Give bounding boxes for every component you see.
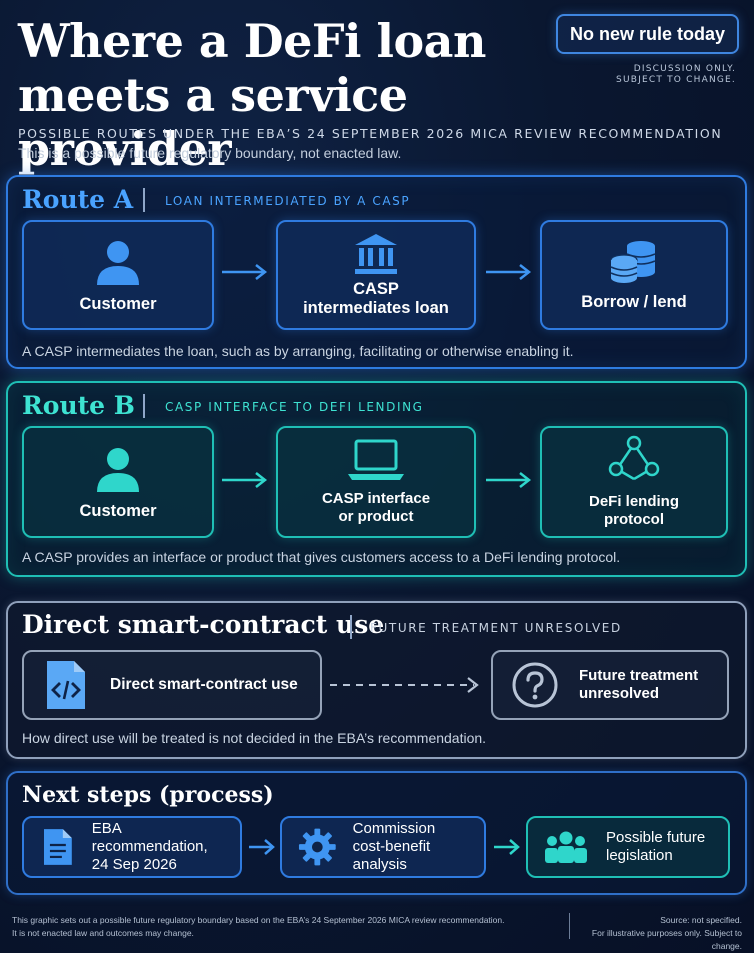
footer-note: This graphic sets out a possible future … — [12, 914, 552, 940]
next-steps-title: Next steps (process) — [22, 782, 274, 808]
subline-text: This is a possible future regulatory bou… — [18, 145, 402, 161]
route-b-divider — [143, 394, 145, 418]
person-icon — [97, 240, 139, 285]
legislation-label: Possible future legislation — [606, 829, 705, 865]
eba-recommendation-label: EBA recommendation, 24 Sep 2026 — [92, 820, 240, 874]
gear-icon — [298, 828, 336, 866]
person-icon — [97, 447, 139, 492]
direct-use-dashed-arrow — [328, 675, 484, 695]
step-label-line-1: CASP interface — [321, 490, 431, 507]
footer-source-line-1: Source: not specified. — [660, 915, 742, 925]
route-a-description: A CASP intermediates the loan, such as b… — [22, 343, 574, 359]
people-icon — [545, 831, 587, 863]
step-label-line-2: cost-benefit analysis — [352, 838, 431, 873]
step-label-line-2: protocol — [604, 511, 664, 528]
step-label-line-2: unresolved — [579, 685, 660, 702]
route-a-title: Route A — [22, 185, 134, 214]
route-a-step-borrow-lend: Borrow / lend — [540, 220, 728, 330]
footer-source: Source: not specified. For illustrative … — [560, 914, 742, 953]
next-steps-arrow-2 — [492, 837, 522, 857]
next-steps-arrow-1 — [247, 837, 277, 857]
direct-use-description: How direct use will be treated is not de… — [22, 730, 487, 746]
step-label: Borrow / lend — [581, 292, 687, 311]
question-icon — [512, 662, 558, 708]
step-label: Direct smart-contract use — [110, 676, 298, 693]
step-label-line-2: intermediates loan — [303, 299, 449, 317]
step-label-line-1: DeFi lending — [589, 493, 679, 510]
step-label: Customer — [79, 501, 157, 520]
top-disclaimer: DISCUSSION ONLY. SUBJECT TO CHANGE. — [560, 64, 736, 86]
route-b-description: A CASP provides an interface or product … — [22, 549, 621, 565]
direct-step-smart-contract: Direct smart-contract use — [22, 650, 322, 720]
route-b-step-customer: Customer — [22, 426, 214, 538]
step-label-line-1: CASP — [353, 280, 399, 298]
route-a-step-customer: Customer — [22, 220, 214, 330]
direct-step-future-treatment: Future treatment unresolved — [491, 650, 729, 720]
direct-use-subtitle: FUTURE TREATMENT UNRESOLVED — [370, 621, 622, 635]
coins-icon — [610, 240, 656, 283]
route-b-title: Route B — [22, 391, 135, 420]
title-line-1: Where a DeFi loan — [18, 14, 486, 68]
route-a-divider — [143, 188, 145, 212]
step-label-line-1: Possible future — [606, 829, 706, 846]
step-label: Customer — [79, 294, 157, 313]
direct-use-divider — [350, 615, 352, 639]
disclaimer-line-1: DISCUSSION ONLY. — [633, 64, 736, 74]
future-treatment-label: Future treatment unresolved — [579, 667, 698, 703]
route-a-subtitle: LOAN INTERMEDIATED BY A CASP — [165, 194, 411, 208]
next-step-future-legislation: Possible future legislation — [526, 816, 730, 878]
step-label-line-2: legislation — [606, 847, 673, 864]
footer-note-line-1: This graphic sets out a possible future … — [12, 915, 505, 925]
step-label-line-2: 24 Sep 2026 — [91, 856, 177, 873]
route-a-step-casp: CASP intermediates loan — [276, 220, 476, 330]
step-label-line-1: Future treatment — [579, 667, 699, 684]
code-file-icon — [47, 661, 85, 709]
disclaimer-line-2: SUBJECT TO CHANGE. — [616, 75, 736, 85]
commission-label: Commission cost-benefit analysis — [353, 820, 484, 874]
kicker-text: POSSIBLE ROUTES UNDER THE EBA’S 24 SEPTE… — [18, 126, 723, 141]
title-line-2: meets a service provider — [18, 68, 408, 176]
page-title: Where a DeFi loan meets a service provid… — [18, 14, 618, 176]
route-b-subtitle: CASP INTERFACE TO DEFI LENDING — [165, 400, 424, 414]
route-a-arrow-1 — [220, 262, 270, 282]
footer-source-line-2: For illustrative purposes only. Subject … — [591, 928, 742, 951]
direct-use-title: Direct smart-contract use — [22, 610, 385, 639]
bank-icon — [355, 234, 397, 274]
route-b-arrow-2 — [484, 470, 534, 490]
step-label-line-2: or product — [338, 508, 414, 525]
status-badge: No new rule today — [556, 14, 739, 54]
route-a-arrow-2 — [484, 262, 534, 282]
network-icon — [608, 435, 660, 481]
document-icon — [43, 829, 72, 865]
step-label-line-1: EBA recommendation, — [91, 820, 208, 855]
route-b-arrow-1 — [220, 470, 270, 490]
laptop-icon — [348, 439, 404, 480]
footer-note-line-2: It is not enacted law and outcomes may c… — [12, 928, 194, 938]
route-b-step-defi-protocol: DeFi lending protocol — [540, 426, 728, 538]
route-b-step-casp-interface: CASP interface or product — [276, 426, 476, 538]
next-step-eba-recommendation: EBA recommendation, 24 Sep 2026 — [22, 816, 242, 878]
footer-divider — [569, 913, 571, 939]
step-label-line-1: Commission — [352, 820, 436, 837]
next-step-commission-analysis: Commission cost-benefit analysis — [280, 816, 486, 878]
